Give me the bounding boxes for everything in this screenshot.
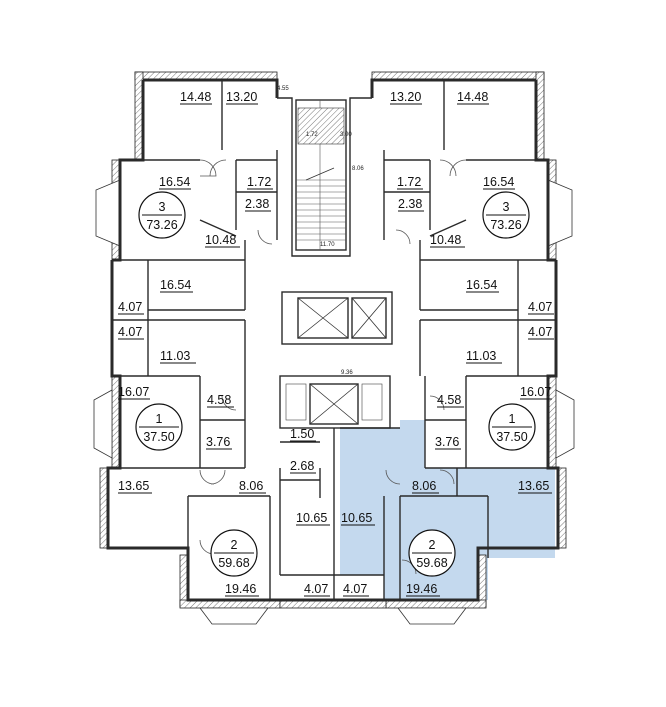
apartment-area: 37.50 (143, 430, 174, 444)
staircase (295, 99, 347, 251)
room-area: 13.65 (518, 479, 549, 493)
dim-stair-d: 11.70 (320, 242, 335, 248)
interior-walls (112, 80, 556, 600)
room-area: 10.48 (205, 233, 236, 247)
room-area: 1.72 (247, 175, 271, 189)
room-area: 3.76 (206, 435, 230, 449)
apartment-badge-bl[interactable]: 2 59.68 (210, 529, 258, 577)
apartment-area: 73.26 (146, 218, 177, 232)
room-area: 10.65 (341, 511, 372, 525)
room-area: 16.54 (160, 278, 191, 292)
apartment-rooms: 2 (429, 538, 436, 552)
room-area: 8.06 (239, 479, 263, 493)
room-area: 3.76 (435, 435, 459, 449)
apartment-badge-r1[interactable]: 1 37.50 (488, 403, 536, 451)
apartment-badges: 3 73.26 3 73.26 1 37.50 1 37.50 2 59.68 (135, 191, 536, 577)
room-area: 4.07 (528, 300, 552, 314)
room-area: 1.50 (290, 427, 314, 441)
apartment-area: 73.26 (490, 218, 521, 232)
room-area: 11.03 (466, 349, 496, 363)
room-area: 11.03 (160, 349, 190, 363)
room-area: 19.46 (225, 582, 256, 596)
apartment-rooms: 3 (159, 200, 166, 214)
room-area: 19.46 (406, 582, 437, 596)
room-area: 16.54 (483, 175, 514, 189)
dim-top: 4.55 (277, 86, 289, 92)
apartment-badge-br[interactable]: 2 59.68 (408, 529, 456, 577)
room-area: 14.48 (457, 90, 488, 104)
apartment-rooms: 3 (503, 200, 510, 214)
bay-windows (93, 179, 575, 625)
room-area: 8.06 (412, 479, 436, 493)
outer-contour (106, 78, 560, 602)
dimension-labels: 4.55 1.72 3.00 8.06 11.70 9.36 (277, 86, 364, 376)
apartment-area: 37.50 (496, 430, 527, 444)
apartment-area: 59.68 (218, 556, 249, 570)
room-labels: 14.48 13.20 13.20 14.48 16.54 1.72 2.38 … (118, 90, 554, 597)
dim-stair-c: 8.06 (352, 166, 364, 172)
room-area: 2.68 (290, 459, 314, 473)
room-area: 2.38 (245, 197, 269, 211)
room-area: 4.07 (118, 300, 142, 314)
room-area: 13.20 (390, 90, 421, 104)
room-area: 14.48 (180, 90, 211, 104)
room-area: 4.07 (118, 325, 142, 339)
dim-stair-a: 1.72 (306, 132, 318, 138)
room-area: 16.54 (159, 175, 190, 189)
apartment-rooms: 1 (156, 412, 163, 426)
apartment-rooms: 2 (231, 538, 238, 552)
room-area: 16.54 (466, 278, 497, 292)
room-area: 1.72 (397, 175, 421, 189)
room-area: 10.48 (430, 233, 461, 247)
room-area: 10.65 (296, 511, 327, 525)
room-area: 2.38 (398, 197, 422, 211)
dim-lift: 9.36 (341, 370, 353, 376)
apartment-badge-tr[interactable]: 3 73.26 (482, 191, 530, 239)
room-area: 16.07 (118, 385, 149, 399)
room-area: 4.07 (304, 582, 328, 596)
room-area: 4.07 (343, 582, 367, 596)
room-area: 4.58 (437, 393, 461, 407)
room-area: 16.07 (520, 385, 551, 399)
apartment-badge-l1[interactable]: 1 37.50 (135, 403, 183, 451)
room-area: 13.65 (118, 479, 149, 493)
apartment-rooms: 1 (509, 412, 516, 426)
room-area: 13.20 (226, 90, 257, 104)
room-area: 4.58 (207, 393, 231, 407)
dim-stair-b: 3.00 (340, 132, 352, 138)
apartment-badge-tl[interactable]: 3 73.26 (138, 191, 186, 239)
room-area: 4.07 (528, 325, 552, 339)
highlighted-apartment[interactable] (340, 420, 555, 600)
elevator-shafts (279, 291, 393, 429)
apartment-area: 59.68 (416, 556, 447, 570)
